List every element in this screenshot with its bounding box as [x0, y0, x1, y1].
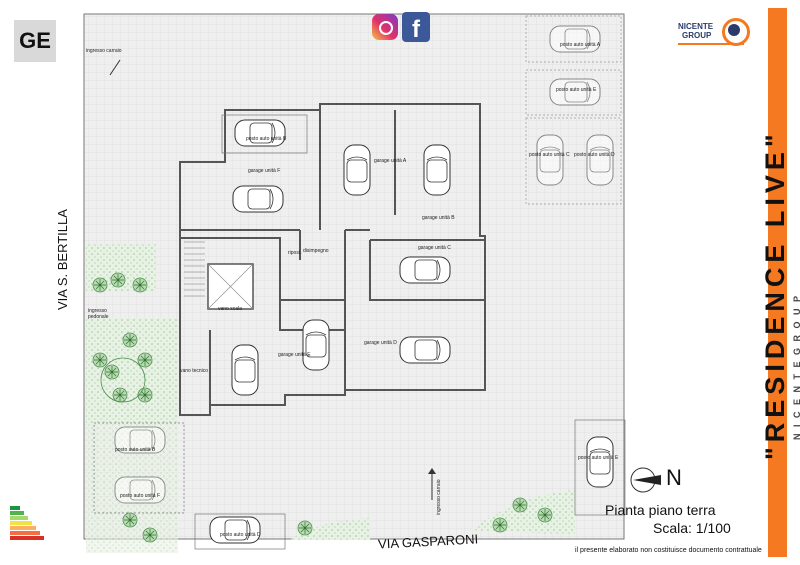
parking-stalls	[525, 15, 622, 205]
label-ingresso-pedonale: ingresso pedonale	[88, 308, 109, 320]
label-ripost: ripost.	[288, 250, 302, 256]
label-posto-auto-c: posto auto unità C	[529, 152, 570, 158]
disclaimer: il presente elaborato non costituisce do…	[575, 547, 762, 554]
label-posto-auto-e: posto auto unità E	[578, 455, 619, 461]
label-ingresso-carraio: ingresso carraio	[436, 479, 442, 515]
label-garage-b: garage unità B	[422, 215, 455, 221]
street-west: VIA S. BERTILLA	[55, 209, 70, 310]
label-vano-scala: vano scala	[218, 306, 242, 312]
badge: GE	[14, 20, 56, 62]
label-posto-auto-b: posto auto unità B	[246, 136, 287, 142]
logo-line1: NICENTE	[678, 22, 714, 31]
company-logo: NICENTE GROUP	[678, 16, 750, 56]
instagram-icon[interactable]	[372, 14, 398, 40]
label-garage-f: garage unità F	[248, 168, 281, 174]
energy-class-icon	[10, 505, 50, 549]
label-posto-auto-d: posto auto unità D	[220, 532, 261, 538]
compass-icon	[630, 467, 661, 493]
label-posto-auto-d: posto auto unità D	[574, 152, 615, 158]
label-garage-d: garage unità D	[364, 340, 397, 346]
label-ingresso-carraio: ingresso carraio	[86, 48, 122, 54]
north-arrow: N	[628, 463, 684, 497]
plan-scale: Scala: 1/100	[653, 520, 731, 536]
logo-line2: GROUP	[682, 31, 712, 40]
residence-subtitle: N I C E N T E G R O U P	[792, 294, 800, 440]
north-label: N	[666, 465, 682, 490]
label-posto-auto-e: posto auto unità E	[556, 87, 597, 93]
label-posto-auto-a: posto auto unità A	[560, 42, 601, 48]
label-posto-auto-f: posto auto unità F	[120, 493, 161, 499]
accent-band	[768, 8, 787, 557]
label-disimpegno: disimpegno	[303, 248, 329, 254]
facebook-icon[interactable]: f	[402, 12, 430, 42]
label-garage-a: garage unità A	[374, 158, 407, 164]
plan-title: Pianta piano terra	[605, 502, 716, 518]
residence-title: "RESIDENCE LIVE"	[760, 129, 790, 460]
label-vano-tecnico: vano tecnico	[180, 368, 209, 374]
label-garage-c: garage unità C	[418, 245, 451, 251]
label-garage-e: garage unità E	[278, 352, 311, 358]
label-posto-auto-b: posto auto unità B	[115, 447, 156, 453]
